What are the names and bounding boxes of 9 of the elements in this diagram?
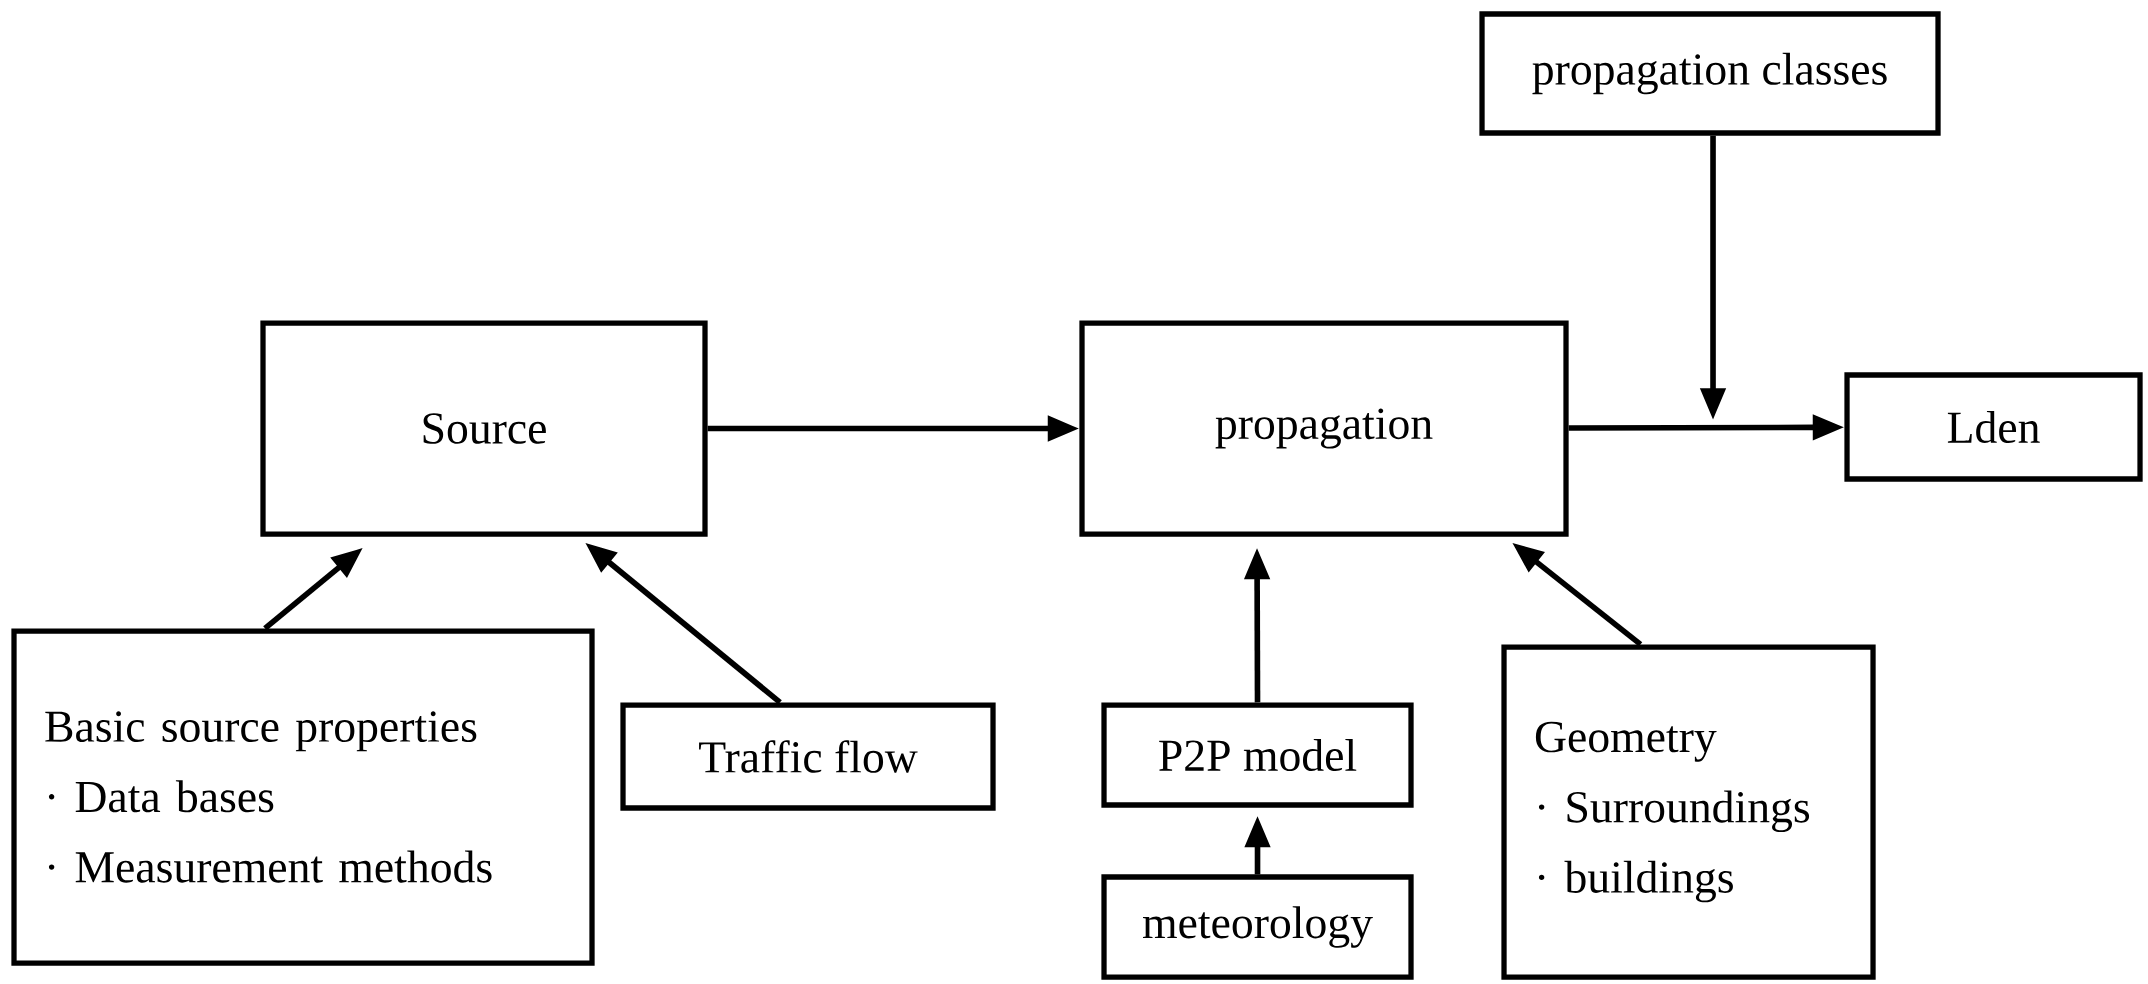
process-box: Source bbox=[260, 320, 708, 537]
input-box: Traffic flow bbox=[620, 702, 996, 811]
input-box: Basic source properties · Data bases · Measurement methods bbox=[11, 628, 595, 966]
input-box: Geometry · Surroundings · buildings bbox=[1501, 644, 1876, 980]
input-box: meteorology bbox=[1101, 874, 1414, 980]
process-box: propagation classes bbox=[1479, 11, 1941, 136]
process-box: propagation bbox=[1079, 320, 1569, 537]
output-box: Lden bbox=[1844, 372, 2143, 482]
input-box: P2P model bbox=[1101, 702, 1414, 808]
